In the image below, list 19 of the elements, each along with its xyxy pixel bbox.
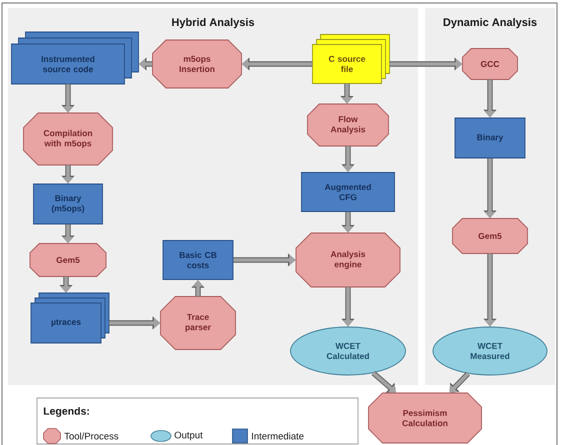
legend-label: Intermediate: [252, 432, 304, 440]
data-box: Binary (m5ops): [33, 184, 103, 224]
process-octagon: GCC: [462, 48, 518, 80]
process-octagon: Pessimism Calculation: [368, 392, 482, 444]
document-stack: C source file: [312, 34, 390, 84]
process-octagon: Flow Analysis: [307, 104, 389, 146]
document-stack: µtraces: [30, 292, 110, 344]
legend-label: Tool/Process: [64, 432, 118, 440]
process-octagon: m5ops Insertion: [152, 40, 242, 88]
process-octagon: Gem5: [452, 218, 528, 254]
process-octagon: Compilation with m5ops: [23, 112, 113, 166]
legend-title: Legends:: [44, 407, 89, 417]
data-box: Augmented CFG: [301, 172, 395, 212]
legend-label: Output: [174, 432, 203, 440]
process-octagon: Gem5: [30, 243, 106, 277]
data-box: Binary: [454, 118, 526, 158]
process-octagon: Analysis engine: [296, 232, 400, 288]
document-stack: Instrumented source code: [11, 32, 139, 84]
data-box: Basic CB costs: [162, 240, 234, 280]
